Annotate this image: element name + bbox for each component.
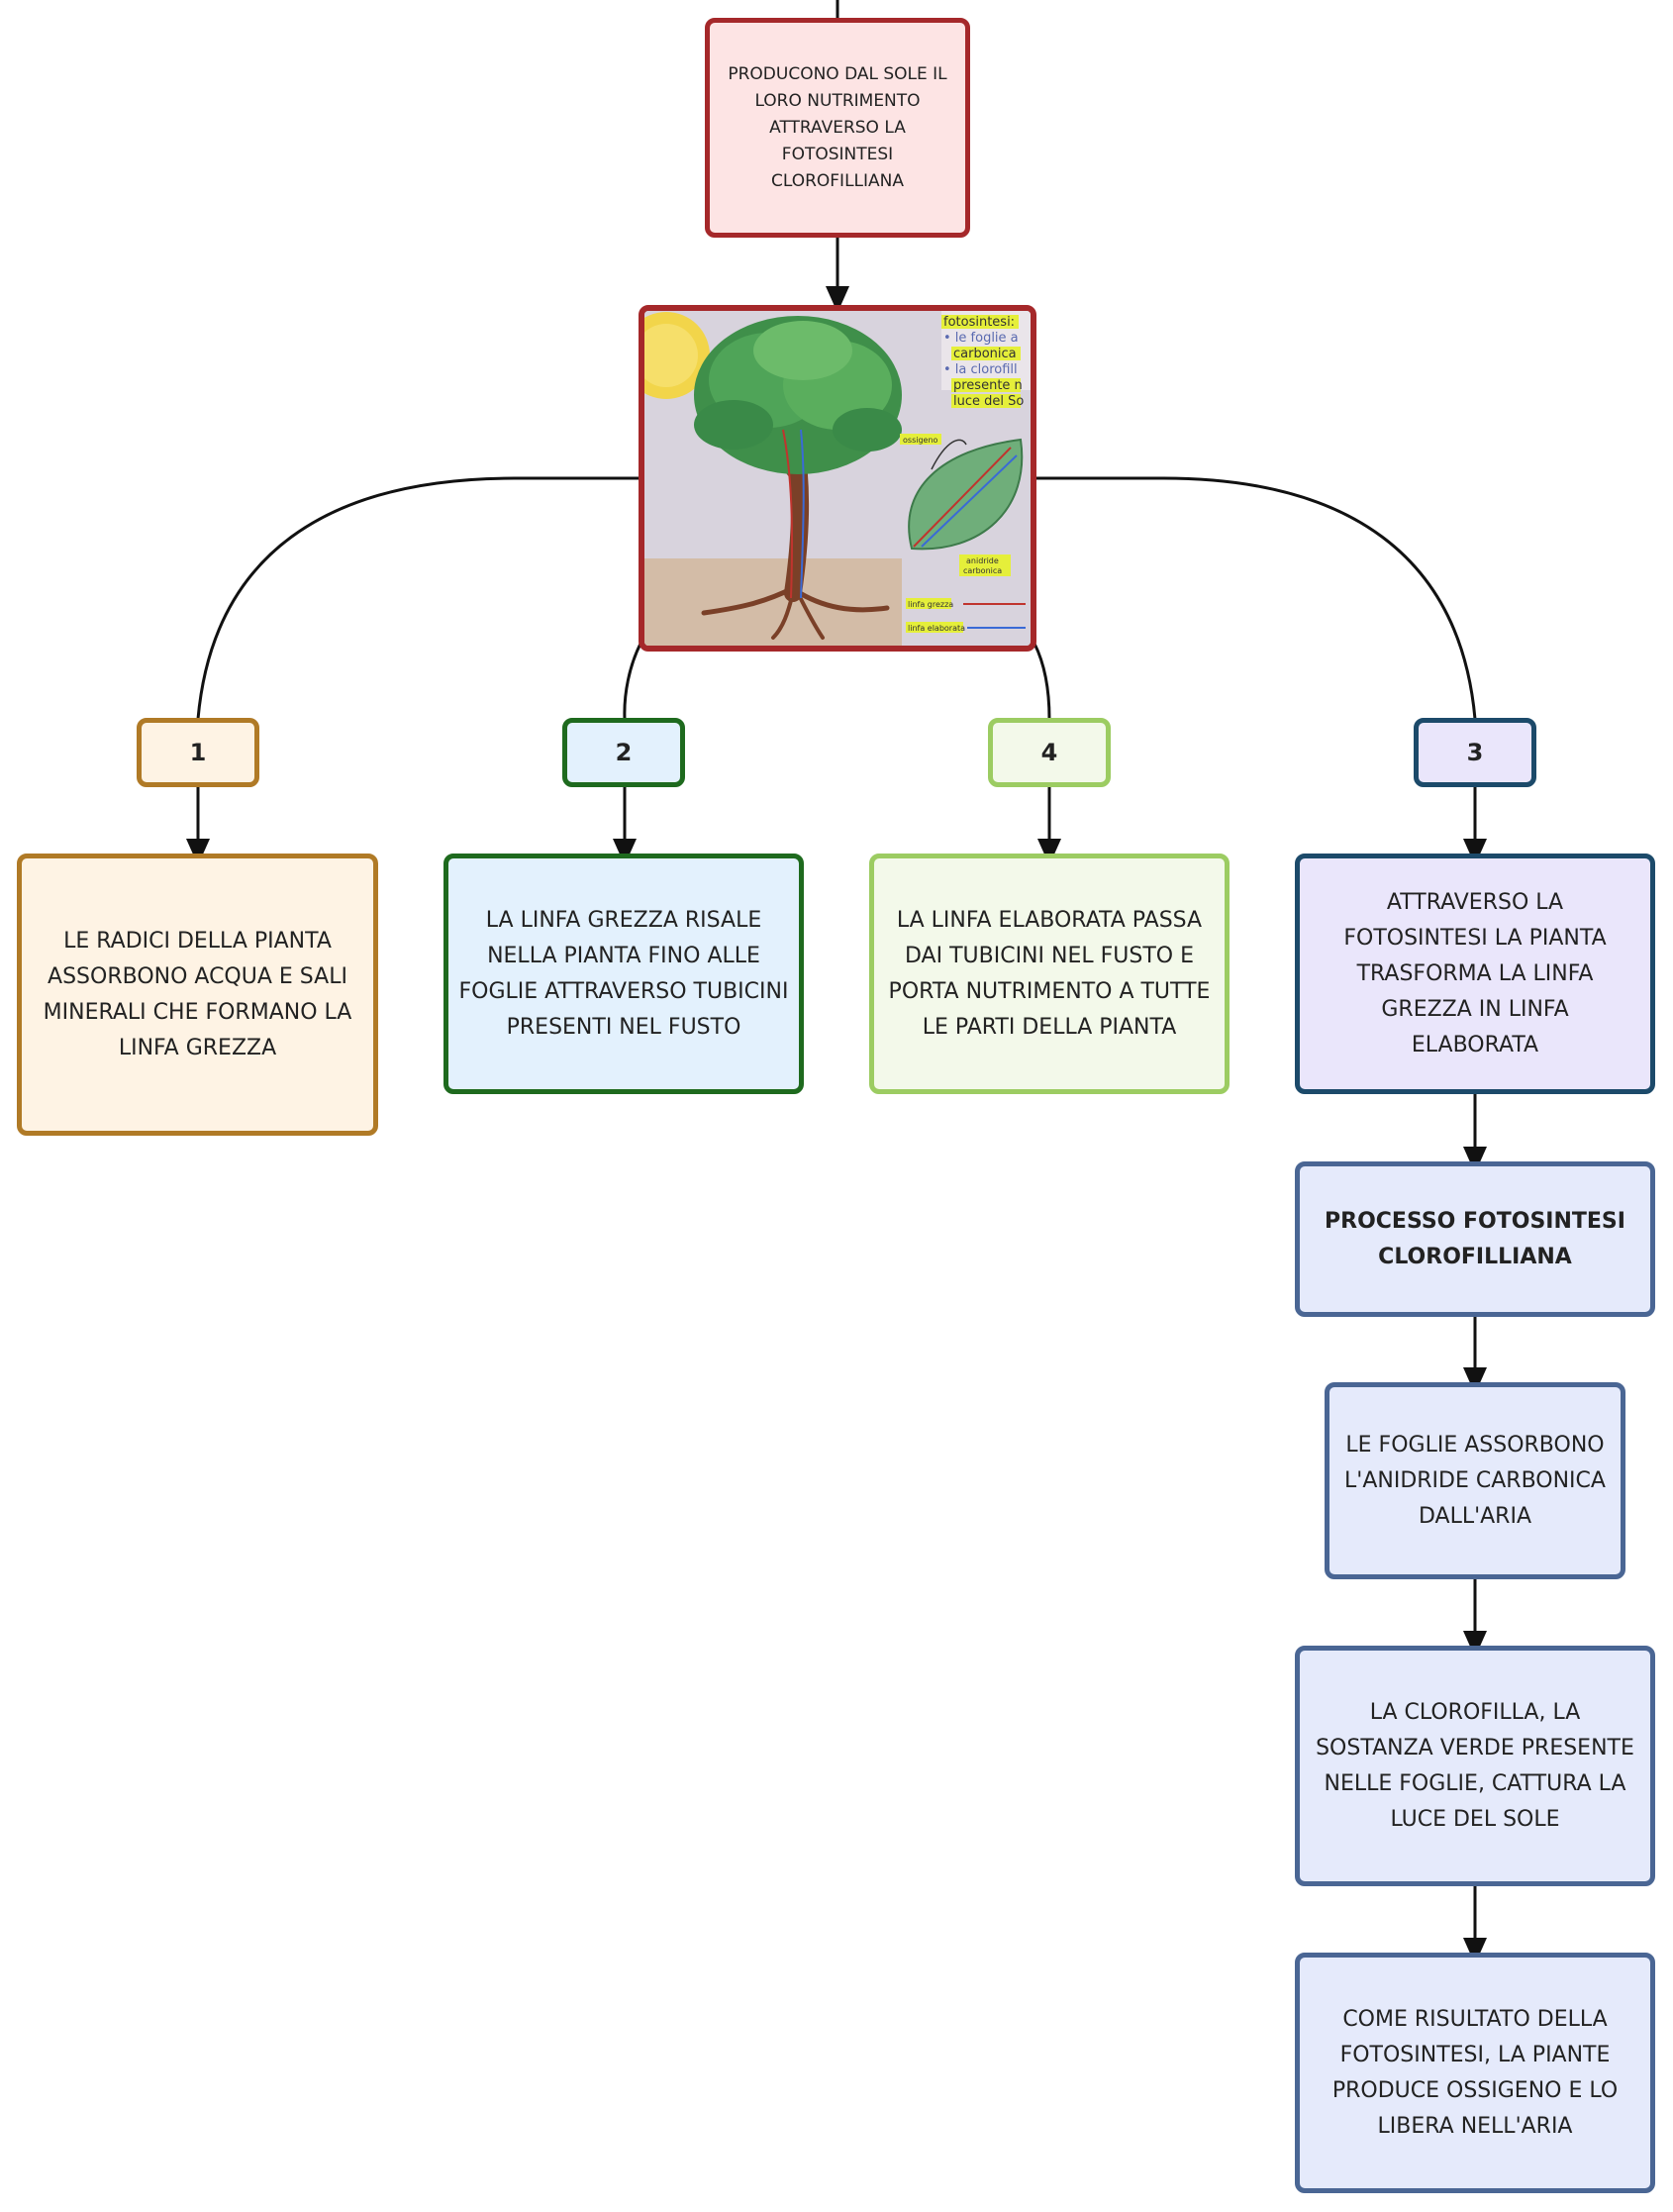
leaf-icon — [908, 438, 1024, 551]
img-annot-0: fotosintesi: — [943, 315, 1015, 330]
connector-image-to-2 — [623, 643, 642, 720]
root-text: PRODUCONO DAL SOLE IL LORO NUTRIMENTO AT… — [728, 63, 947, 191]
img-annot-7: anidride — [966, 556, 999, 565]
process-step-3: COME RISULTATO DELLA FOTOSINTESI, LA PIA… — [1295, 1953, 1655, 2193]
connector-image-to-4 — [1033, 643, 1051, 720]
branch-label-2: 2 — [562, 718, 685, 787]
img-annot-4: presente n — [953, 378, 1023, 393]
branch-label-3: 3 — [1414, 718, 1536, 787]
process-step-1: LE FOGLIE ASSORBONO L'ANIDRIDE CARBONICA… — [1325, 1382, 1625, 1579]
img-annot-6: ossigeno — [903, 436, 938, 445]
branch-box-1: LE RADICI DELLA PIANTA ASSORBONO ACQUA E… — [17, 854, 378, 1136]
img-annot-5: luce del So — [953, 394, 1024, 409]
tree-canopy-icon — [694, 316, 902, 474]
img-annot-2: carbonica — [953, 347, 1017, 361]
branch-box-4: LA LINFA ELABORATA PASSA DAI TUBICINI NE… — [869, 854, 1230, 1094]
img-annot-1: • le foglie a — [943, 331, 1019, 346]
branch-label-4: 4 — [988, 718, 1111, 787]
branch-label-1: 1 — [137, 718, 259, 787]
img-annot-8: carbonica — [963, 566, 1002, 575]
root-node: PRODUCONO DAL SOLE IL LORO NUTRIMENTO AT… — [705, 18, 970, 238]
img-annot-9: linfa grezza — [908, 600, 953, 609]
process-step-2: LA CLOROFILLA, LA SOSTANZA VERDE PRESENT… — [1295, 1646, 1655, 1886]
connector-image-to-1 — [196, 476, 639, 720]
process-title-box: PROCESSO FOTOSINTESI CLOROFILLIANA — [1295, 1161, 1655, 1317]
branch-box-2: LA LINFA GREZZA RISALE NELLA PIANTA FINO… — [443, 854, 804, 1094]
branch-box-3: ATTRAVERSO LA FOTOSINTESI LA PIANTA TRAS… — [1295, 854, 1655, 1094]
connector-image-to-3 — [1036, 476, 1477, 720]
sun-icon — [644, 312, 710, 399]
img-annot-3: • la clorofill — [943, 362, 1018, 377]
img-annot-10: linfa elaborata — [908, 624, 965, 633]
tree-photosynthesis-image: fotosintesi: • le foglie a carbonica • l… — [639, 305, 1036, 652]
